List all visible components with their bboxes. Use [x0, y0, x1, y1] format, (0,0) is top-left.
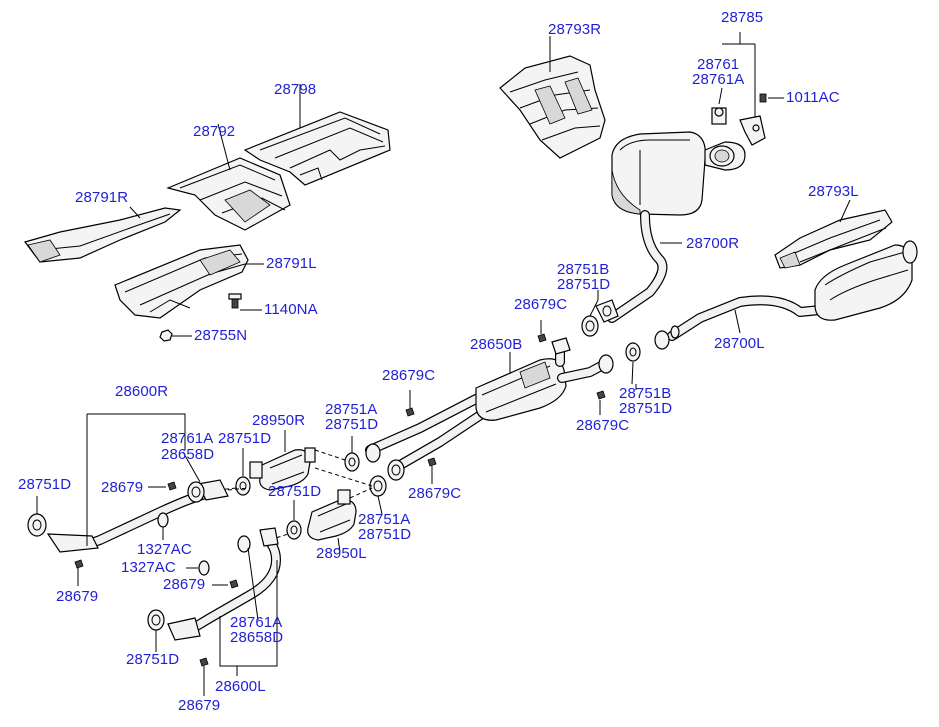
bolt-1011AC: [759, 93, 784, 103]
hanger-bracket-28785: [722, 32, 766, 146]
nut-28679-c: [74, 559, 84, 586]
label-28700L: 28700L: [714, 335, 765, 352]
label-28751A-low: 28751A: [358, 511, 411, 528]
center-muffler-28650B: [365, 337, 614, 481]
nut-28679-d: [199, 657, 209, 696]
label-28751D-mid: 28751D: [325, 416, 379, 433]
nut-28679C-low: [427, 457, 437, 484]
nut-28679C-top: [537, 320, 547, 343]
hanger-1327AC-b: [186, 560, 210, 576]
gasket-28751B-top: [581, 299, 599, 337]
heat-shield-28792: [166, 123, 291, 231]
label-28755N: 28755N: [194, 327, 248, 344]
label-28791R: 28791R: [75, 189, 129, 206]
front-pipe-28600R: [46, 413, 249, 553]
heat-shield-28791R: [23, 206, 182, 263]
nut-28679C-right: [596, 390, 606, 415]
label-28751D-left: 28751D: [18, 476, 72, 493]
label-28600L: 28600L: [215, 678, 266, 695]
label-28679-c: 28679: [56, 588, 99, 605]
gasket-28751A-mid: [344, 436, 360, 472]
label-28761A-top: 28761A: [692, 71, 745, 88]
gasket-28751D-c: [217, 448, 251, 496]
nut-28679-b: [212, 579, 239, 589]
heat-shield-28798: [243, 84, 391, 186]
bolt-1140NA: [228, 293, 262, 311]
label-28798: 28798: [274, 81, 317, 98]
label-28751D-bot: 28751D: [126, 651, 180, 668]
nut-28679C-mid: [405, 390, 415, 417]
label-28785: 28785: [721, 9, 764, 26]
label-1011AC: 1011AC: [786, 89, 840, 106]
rear-muffler-28700L: [654, 240, 918, 350]
gasket-28751A-low: [369, 475, 387, 515]
label-28751D-c: 28751D: [218, 430, 272, 447]
label-28761A-mid: 28761A: [161, 430, 214, 447]
label-28600R: 28600R: [115, 383, 169, 400]
label-28793L: 28793L: [808, 183, 859, 200]
nut-28755N: [159, 329, 192, 342]
label-1140NA: 1140NA: [264, 301, 318, 318]
label-28761A-bot: 28761A: [230, 614, 283, 631]
nut-28679-a: [148, 481, 177, 491]
label-28679-d: 28679: [178, 697, 221, 714]
label-28658D-mid: 28658D: [161, 446, 215, 463]
hanger-1327AC-a: [157, 512, 169, 540]
front-pipe-28600L: [167, 527, 281, 676]
leader-28658D-mid: [182, 451, 201, 483]
label-28751B-top: 28751B: [557, 261, 610, 278]
label-28751D-d: 28751D: [268, 483, 322, 500]
label-28679C-right: 28679C: [576, 417, 630, 434]
label-28679-b: 28679: [163, 576, 206, 593]
flange-28700R-inlet: [595, 299, 619, 323]
label-1327AC-b: 1327AC: [121, 559, 176, 576]
label-28679C-top: 28679C: [514, 296, 568, 313]
label-1327AC-a: 1327AC: [137, 541, 192, 558]
gasket-28751B-rear: [625, 342, 641, 385]
label-28751B-right: 28751B: [619, 385, 672, 402]
heat-shield-28793R: [499, 36, 606, 159]
label-28679C-low: 28679C: [408, 485, 462, 502]
label-28679-a: 28679: [101, 479, 144, 496]
catalytic-converter-28950L: [307, 487, 373, 553]
heat-shield-28791L: [114, 244, 264, 319]
label-28751D-low: 28751D: [358, 526, 412, 543]
label-28791L: 28791L: [266, 255, 317, 272]
label-28658D-bot: 28658D: [230, 629, 284, 646]
label-28700R: 28700R: [686, 235, 740, 252]
gasket-28751D-bot: [147, 609, 165, 652]
catalytic-converter-28950R: [249, 430, 373, 491]
label-28679C-mid: 28679C: [382, 367, 436, 384]
label-28751D-right: 28751D: [619, 400, 673, 417]
label-28793R: 28793R: [548, 21, 602, 38]
label-28792: 28792: [193, 123, 236, 140]
label-28751D-top: 28751D: [557, 276, 611, 293]
heat-shield-28793L: [774, 199, 893, 269]
label-28761: 28761: [697, 56, 740, 73]
label-28950L: 28950L: [316, 545, 367, 562]
label-28950R: 28950R: [252, 412, 306, 429]
hanger-28761: [711, 87, 727, 125]
gasket-28751D-left: [27, 496, 47, 537]
rear-muffler-28700R: [607, 131, 746, 323]
label-28650B: 28650B: [470, 336, 523, 353]
label-28751A-mid: 28751A: [325, 401, 378, 418]
